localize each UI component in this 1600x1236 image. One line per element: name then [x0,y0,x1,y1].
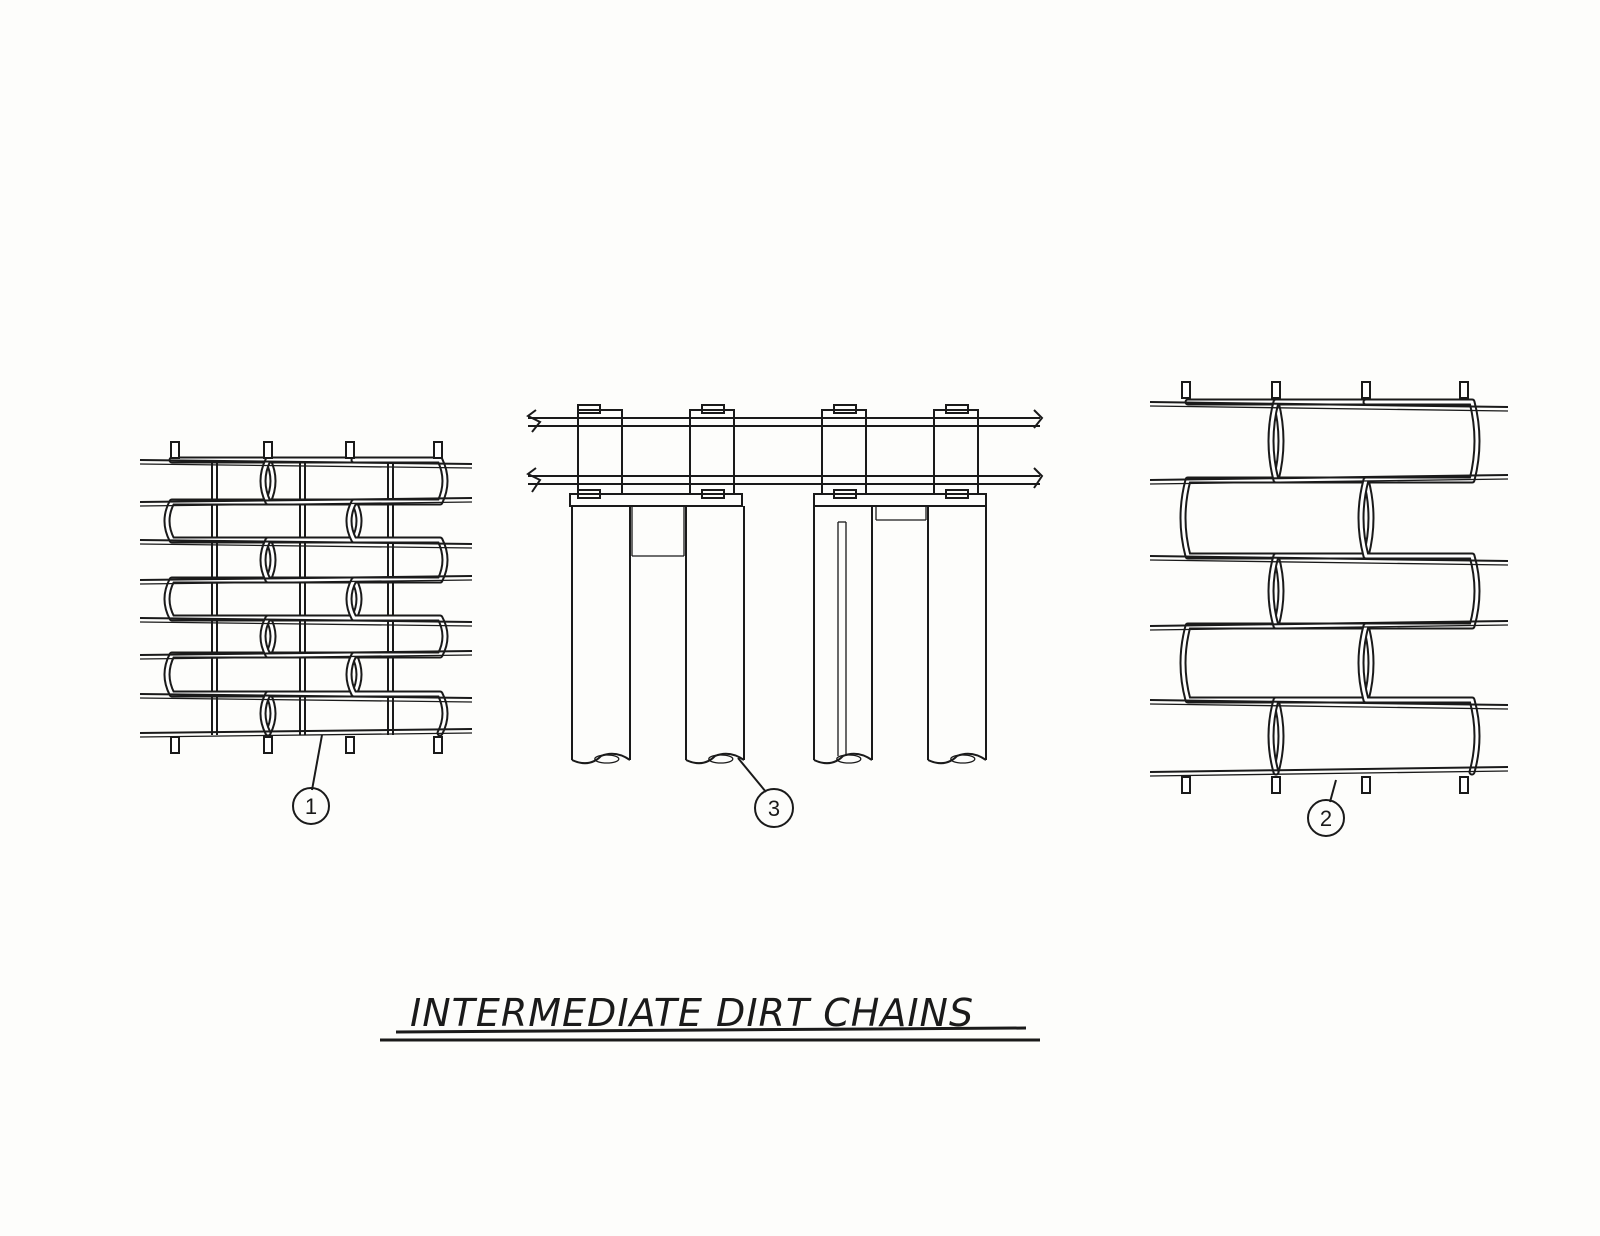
roller-finger-chain-3 [526,404,1044,765]
callout-3: 3 [737,757,794,828]
mesh-cross-rod [1149,620,1509,627]
mesh-cross-rod [139,650,473,656]
callout-1: 1 [292,734,330,825]
leader-line-2 [1329,779,1337,803]
mesh-spiral-wire-highlight [1359,400,1479,774]
mesh-rod-stub-top [1181,381,1191,399]
mesh-rod-stub-top [345,441,355,459]
callout-circle-2 [1307,799,1345,837]
finger-end-section [950,754,976,764]
mesh-cross-rod-edge [1149,559,1509,566]
mesh-cross-rod-edge [139,463,473,469]
wire-mesh-chain-2 [1149,381,1509,794]
callout-label-3: 3 [768,796,780,821]
mesh-rod-stub-top [1459,381,1469,399]
mesh-cross-rod-edge [139,697,473,703]
mesh-rod-stub-bottom [1181,776,1191,794]
mesh-cross-rod [139,497,473,503]
mesh-cross-rod [139,728,473,734]
mesh-cross-rod-edge [1149,770,1509,777]
mesh-cross-rod [1149,555,1509,562]
chain-fingers [571,506,987,765]
finger-end-section [708,754,734,764]
mesh-cross-rod [1149,766,1509,773]
mesh-cross-rod-edge [1149,703,1509,710]
mesh-rod-stub-bottom [170,736,180,754]
mesh-spiral-wire [1267,398,1375,776]
mesh-cross-rod-edge [1149,478,1509,485]
title-block: INTERMEDIATE DIRT CHAINS [380,991,1040,1042]
mesh-rod-stub-bottom [345,736,355,754]
mesh-spiral-wire-highlight [1181,400,1283,774]
mesh-cross-rod-edge [139,501,473,507]
callout-circle-3 [754,788,794,828]
callout-2: 2 [1307,779,1345,837]
callout-label-2: 2 [1320,806,1332,831]
mesh-rod-stub-top [263,441,273,459]
finger-end-section [594,754,620,764]
mesh-cross-rod-edge [139,579,473,585]
mesh-cross-rod-edge [139,543,473,549]
mesh-cross-rod-edge [1149,624,1509,631]
mesh-rod-stub-bottom [1459,776,1469,794]
mesh-rod-stub-top [433,441,443,459]
mesh-cross-rod [139,617,473,623]
mesh-cross-rod [139,539,473,545]
mesh-cross-rod-edge [139,621,473,627]
callout-label-1: 1 [305,794,317,819]
mesh-rod-stub-bottom [1271,776,1281,794]
title-underline-top [395,1026,1027,1034]
mesh-cross-rod [139,459,473,465]
chain-strand-lower [526,467,1044,493]
mesh-rod-stub-top [170,441,180,459]
chain-strand-upper [526,409,1044,433]
mesh-cross-rod [1149,699,1509,706]
mesh-rod-stub-top [1271,381,1281,399]
finger-brackets [569,493,987,557]
mesh-cross-rod [139,575,473,581]
mesh-rod-stub-bottom [1361,776,1371,794]
callout-circle-1 [292,787,330,825]
leader-line-3 [737,757,767,793]
mesh-spiral-wire [1179,398,1285,776]
wire-mesh-chain-1 [139,441,473,754]
mesh-cross-rod-edge [139,654,473,660]
mesh-rod-stub-top [1361,381,1371,399]
mesh-spiral-wire [1357,398,1481,776]
mesh-cross-rod [1149,474,1509,481]
leader-line-1 [311,734,323,791]
mesh-cross-rod-edge [139,732,473,738]
mesh-spiral-wire-highlight [347,458,447,735]
mesh-spiral-wire-highlight [1269,400,1373,774]
mesh-cross-rod-edge [1149,405,1509,412]
finger-end-section [836,754,862,764]
mesh-cross-rod [139,693,473,699]
mesh-rod-stub-bottom [263,736,273,754]
mesh-rod-stub-bottom [433,736,443,754]
mesh-cross-rod [1149,401,1509,408]
